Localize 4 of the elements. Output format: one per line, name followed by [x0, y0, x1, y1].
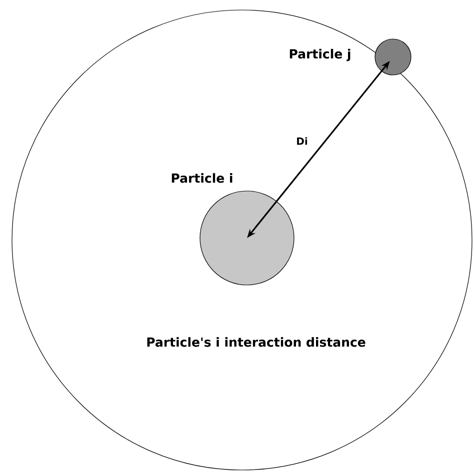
node-label: Particle i — [172, 173, 232, 183]
edge-label: Di — [297, 137, 308, 145]
node-label: Particle's i interaction distance — [147, 337, 366, 347]
node-label: Particle j — [290, 48, 350, 62]
